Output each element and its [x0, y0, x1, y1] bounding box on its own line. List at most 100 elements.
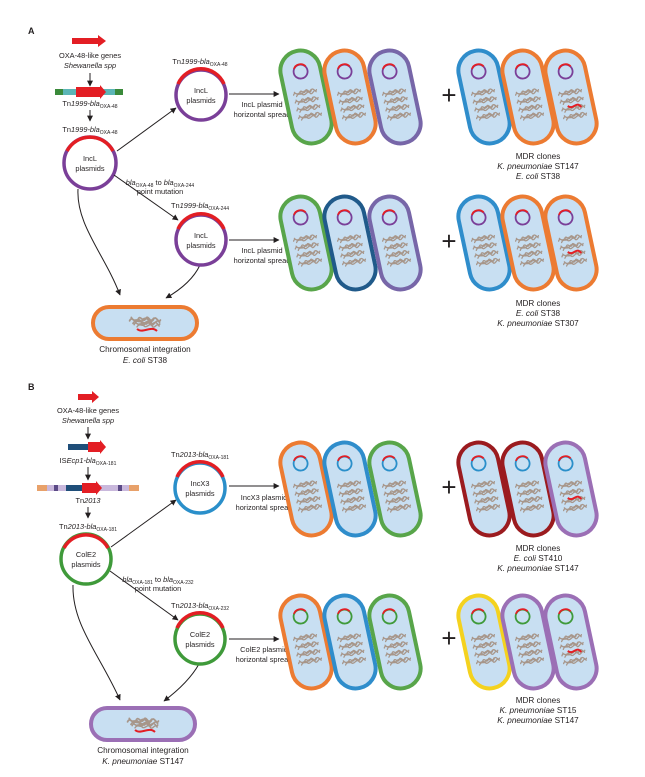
- bacteria-group: [456, 194, 599, 292]
- plasmid-circle: [381, 455, 398, 472]
- chromosomal-integration-cell: [89, 706, 197, 742]
- arrow-to-chromosome: [163, 663, 200, 702]
- plasmid-circle: [470, 63, 487, 80]
- panel-b: B OXA-48-like genes Shewanella spp ISEcp…: [28, 382, 599, 766]
- bacterial-cell: [367, 440, 423, 538]
- mdr-clones-label: E. coli ST410: [514, 554, 563, 563]
- plasmid-circle: [292, 209, 309, 226]
- svg-text:plasmids: plasmids: [75, 164, 104, 173]
- mutation-label: point mutation: [135, 584, 181, 593]
- plasmid-circle: [470, 608, 487, 625]
- mdr-clones-label: K. pneumoniae ST15: [500, 706, 577, 715]
- tn2013-bar: [37, 481, 139, 495]
- arrow-to-lower-plasmid: [113, 174, 179, 221]
- svg-text:ColE2: ColE2: [190, 630, 210, 639]
- plasmid-circle: [557, 455, 574, 472]
- plasmid-circle: [292, 455, 309, 472]
- panel-letter: B: [28, 382, 35, 392]
- source-genes-label: OXA-48-like genes: [57, 406, 119, 415]
- bacterial-cell: [278, 593, 334, 691]
- lower-spread-label: horizontal spread: [236, 655, 293, 664]
- bacterial-cell: [543, 593, 599, 691]
- bacteria-group: [278, 440, 423, 538]
- arrow-to-chromosome: [165, 264, 201, 299]
- arrow-to-upper-plasmid: [110, 499, 177, 548]
- bacteria-group: [278, 48, 423, 146]
- integrated-gene: [567, 249, 583, 255]
- bacterial-cell: [278, 440, 334, 538]
- mdr-clones-label: MDR clones: [516, 152, 561, 161]
- bacterial-cell: [456, 194, 512, 292]
- mdr-clones-label: MDR clones: [516, 696, 561, 705]
- plasmid-circle: [514, 455, 531, 472]
- chromosomal-integration-label: Chromosomal integration: [99, 345, 191, 354]
- bacterial-cell: [322, 48, 378, 146]
- panel-letter: A: [28, 26, 35, 36]
- bacterial-cell: [278, 48, 334, 146]
- bacteria-group: [456, 593, 599, 691]
- svg-text:plasmids: plasmids: [185, 640, 214, 649]
- chromosomal-integration-cell: [91, 305, 199, 341]
- bacterial-cell: [322, 440, 378, 538]
- integrated-gene: [136, 327, 158, 332]
- tn-top-label: Tn1999-blaOXA-48: [62, 99, 117, 110]
- chromosomal-integration-label: E. coli ST38: [123, 356, 168, 365]
- mdr-clones-label: K. pneumoniae ST147: [497, 564, 579, 573]
- upper-spread-label: IncX3 plasmid: [241, 493, 287, 502]
- panel-a: A OXA-48-like genes Shewanella spp Tn199…: [28, 26, 599, 365]
- svg-text:IncX3: IncX3: [191, 479, 210, 488]
- upper-spread-label: horizontal spread: [236, 503, 293, 512]
- incl-plasmid-lower: IncL plasmids: [174, 212, 228, 267]
- source-genes-label: OXA-48-like genes: [59, 51, 121, 60]
- bacteria-group: [456, 48, 599, 146]
- cole2-plasmid-main: ColE2 plasmids: [59, 532, 113, 586]
- bacterial-cell: [322, 194, 378, 292]
- upper-tn-label: Tn2013-blaOXA-181: [171, 450, 229, 461]
- svg-text:IncL: IncL: [194, 86, 208, 95]
- bacterial-cell: [500, 593, 556, 691]
- svg-text:plasmids: plasmids: [71, 560, 100, 569]
- lower-tn-label: Tn2013-blaOXA-232: [171, 601, 229, 612]
- arrow-to-chromosome: [72, 584, 121, 701]
- plasmid-circle: [381, 608, 398, 625]
- bacterial-cell: [500, 440, 556, 538]
- plasmid-circle: [470, 209, 487, 226]
- integrated-gene: [567, 495, 583, 501]
- integrated-gene: [134, 728, 156, 733]
- isecp1-bar: [68, 440, 106, 454]
- svg-text:plasmids: plasmids: [185, 489, 214, 498]
- svg-text:plasmids: plasmids: [186, 241, 215, 250]
- chromosomal-integration-label: Chromosomal integration: [97, 746, 189, 755]
- svg-text:IncL: IncL: [194, 231, 208, 240]
- plasmid-circle: [514, 209, 531, 226]
- bacteria-group: [278, 593, 423, 691]
- arrow-to-lower-plasmid: [109, 570, 179, 621]
- chromosomal-integration-label: K. pneumoniae ST147: [102, 757, 184, 766]
- bacterial-cell: [89, 706, 197, 742]
- plus-sign: +: [441, 80, 456, 110]
- bacterial-cell: [91, 305, 199, 341]
- plasmid-circle: [514, 608, 531, 625]
- bacterial-cell: [322, 593, 378, 691]
- plasmid-circle: [557, 608, 574, 625]
- tn-left-label: Tn2013-blaOXA-181: [59, 522, 117, 533]
- incl-plasmid-upper: IncL plasmids: [174, 67, 228, 122]
- tn-left-label: Tn1999-blaOXA-48: [62, 125, 117, 136]
- lower-tn-label: Tn1999-blaOXA-244: [171, 201, 229, 212]
- plasmid-circle: [336, 63, 353, 80]
- upper-tn-label: Tn1999-blaOXA-48: [172, 57, 227, 68]
- plasmid-circle: [470, 455, 487, 472]
- plasmid-circle: [292, 63, 309, 80]
- integrated-gene: [567, 103, 583, 109]
- bacterial-cell: [278, 194, 334, 292]
- bacterial-cell: [456, 440, 512, 538]
- plasmid-circle: [336, 608, 353, 625]
- mdr-clones-label: K. pneumoniae ST147: [497, 162, 579, 171]
- arrow-to-upper-plasmid: [116, 107, 177, 152]
- cole2-plasmid-lower: ColE2 plasmids: [173, 611, 227, 666]
- plasmid-circle: [292, 608, 309, 625]
- svg-text:plasmids: plasmids: [186, 96, 215, 105]
- plus-sign: +: [441, 623, 456, 653]
- svg-text:ColE2: ColE2: [76, 550, 96, 559]
- mdr-clones-label: E. coli ST38: [516, 309, 561, 318]
